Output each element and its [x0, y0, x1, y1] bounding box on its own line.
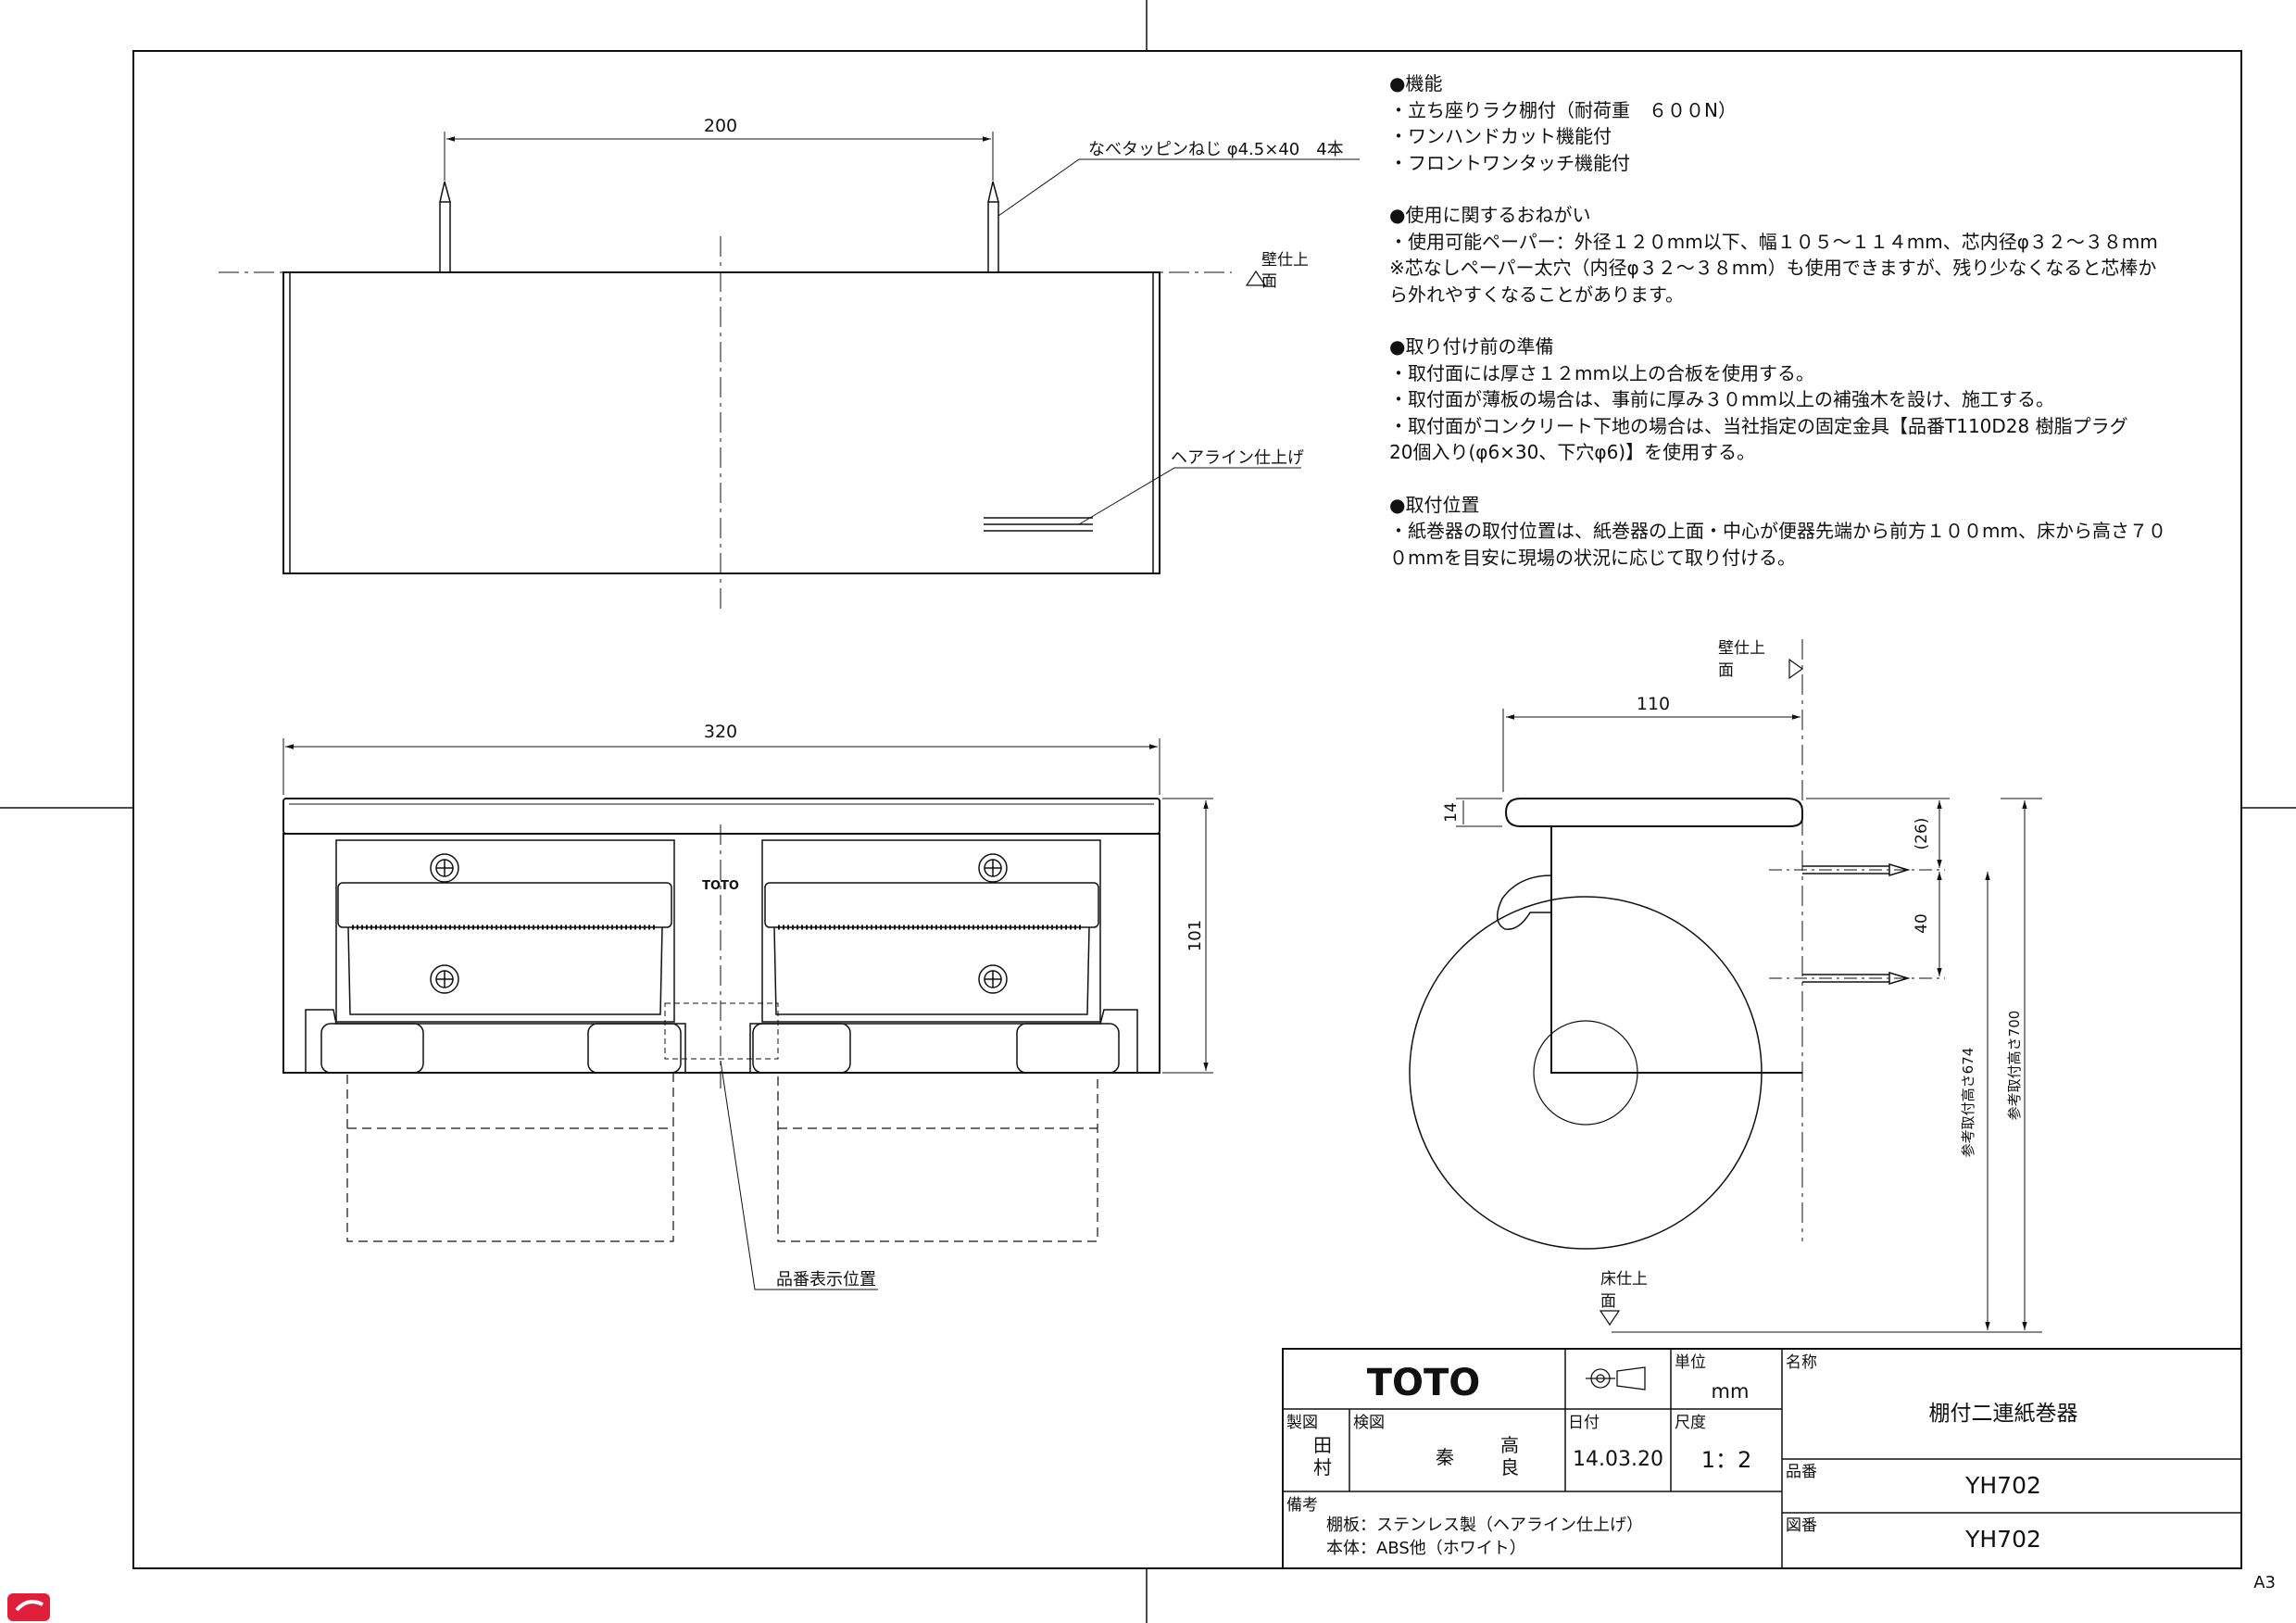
side-wall-label: 壁仕上 — [1718, 639, 1765, 658]
title-logo: TOTO — [1367, 1362, 1481, 1404]
ref-height-674-label: 参考取付高さ674 — [1960, 1048, 1976, 1158]
drawn-value-2: 村 — [1313, 1456, 1332, 1478]
drawn-value-1: 田 — [1313, 1434, 1332, 1456]
note-line: ※芯なしペーパー太穴（内径φ３２～３８mm）も使用できますが、残り少なくなると芯… — [1389, 257, 2157, 279]
title-block — [1282, 1348, 2242, 1569]
screw-spec-label: なべタッピンねじ φ4.5×40 4本 — [1088, 140, 1344, 159]
dim-200-label: 200 — [704, 116, 737, 136]
screw-head-icon — [978, 853, 1008, 883]
usage-heading: ●使用に関するおねがい — [1389, 204, 1591, 226]
remarks-line-2: 本体：ABS他（ホワイト） — [1326, 1539, 1526, 1558]
part-value: YH702 — [1964, 1472, 2041, 1499]
dim-40-label: 40 — [1913, 913, 1931, 934]
ref-height-700-label: 参考取付高さ700 — [2006, 1011, 2023, 1121]
note-line: ・使用可能ペーパー：外径１２０mm以下、幅１０５～１１４mm、芯内径φ３２～３８… — [1389, 230, 2158, 253]
preparation-section: ●取り付け前の準備 ・取付面には厚さ１２mm以上の合板を使用する。 ・取付面が薄… — [1389, 333, 2241, 466]
specification-notes: ●機能 ・立ち座りラク棚付（耐荷重 ６００N） ・ワンハンドカット機能付 ・フロ… — [1389, 70, 2241, 597]
side-view — [1409, 639, 2042, 1333]
checked-value-1: 秦 — [1436, 1446, 1454, 1468]
top-view — [219, 132, 1360, 611]
position-heading: ●取付位置 — [1389, 493, 1480, 516]
sheet-size-label: A3 — [2253, 1573, 2276, 1592]
note-line: ・紙巻器の取付位置は、紙巻器の上面・中心が便器先端から前方１００mm、床から高さ… — [1389, 520, 2166, 542]
scale-label: 尺度 — [1675, 1414, 1706, 1432]
hairline-finish-label: ヘアライン仕上げ — [1171, 448, 1304, 468]
drawing-no-value: YH702 — [1964, 1526, 2041, 1553]
date-label: 日付 — [1568, 1414, 1600, 1432]
drawing-no-label: 図番 — [1786, 1516, 1817, 1535]
screw-head-icon — [978, 964, 1008, 994]
front-brand-mark: TOTO — [702, 879, 739, 893]
name-label: 名称 — [1786, 1353, 1817, 1372]
note-line: ・立ち座りラク棚付（耐荷重 ６００N） — [1389, 98, 1737, 121]
checked-value-3: 良 — [1500, 1456, 1519, 1478]
scale-value: 1：2 — [1701, 1447, 1752, 1473]
part-label: 品番 — [1786, 1463, 1817, 1481]
note-line: ・フロントワンタッチ機能付 — [1389, 151, 1630, 174]
position-section: ●取付位置 ・紙巻器の取付位置は、紙巻器の上面・中心が便器先端から前方１００mm… — [1389, 492, 2241, 572]
note-line: 20個入り(φ6×30、下穴φ6)】を使用する。 — [1389, 441, 1756, 463]
wall-finish-label: 壁仕上 — [1261, 251, 1309, 270]
functions-section: ●機能 ・立ち座りラク棚付（耐荷重 ６００N） ・ワンハンドカット機能付 ・フロ… — [1389, 70, 2241, 176]
remarks-line-1: 棚板：ステンレス製（ヘアライン仕上げ） — [1326, 1516, 1643, 1535]
note-line: ら外れやすくなることがあります。 — [1389, 283, 1684, 306]
front-view — [282, 738, 1213, 1290]
note-line: ・ワンハンドカット機能付 — [1389, 125, 1612, 147]
screw-head-icon — [430, 853, 459, 883]
note-line: ・取付面が薄板の場合は、事前に厚み３０mm以上の補強木を設け、施工する。 — [1389, 388, 2054, 410]
name-value: 棚付二連紙巻器 — [1929, 1402, 2078, 1426]
floor-finish-label: 床仕上 — [1600, 1270, 1648, 1289]
side-wall-label-2: 面 — [1718, 661, 1734, 680]
dim-101-label: 101 — [1186, 920, 1205, 951]
note-line: ・取付面には厚さ１２mm以上の合板を使用する。 — [1389, 361, 1814, 384]
floor-finish-label-2: 面 — [1600, 1292, 1616, 1311]
product-no-position-label: 品番表示位置 — [776, 1270, 876, 1290]
preparation-heading: ●取り付け前の準備 — [1389, 335, 1554, 358]
functions-heading: ●機能 — [1389, 72, 1443, 94]
dim-110-label: 110 — [1637, 694, 1670, 714]
dim-320-label: 320 — [704, 722, 737, 742]
date-value: 14.03.20 — [1573, 1448, 1663, 1471]
corner-logo-icon — [7, 1593, 50, 1621]
usage-section: ●使用に関するおねがい ・使用可能ペーパー：外径１２０mm以下、幅１０５～１１４… — [1389, 202, 2241, 308]
unit-label: 単位 — [1675, 1353, 1706, 1372]
third-angle-projection-icon — [1586, 1366, 1646, 1390]
dim-14-label: 14 — [1442, 802, 1461, 823]
note-line: ０mmを目安に現場の状況に応じて取り付ける。 — [1389, 546, 1796, 569]
checked-label: 検図 — [1353, 1414, 1385, 1432]
checked-value-2: 高 — [1500, 1434, 1519, 1456]
note-line: ・取付面がコンクリート下地の場合は、当社指定の固定金具【品番T110D28 樹脂… — [1389, 414, 2128, 437]
unit-value: mm — [1712, 1380, 1750, 1403]
dim-26-label: (26) — [1913, 818, 1931, 850]
wall-finish-label-2: 面 — [1261, 272, 1277, 291]
remarks-label: 備考 — [1286, 1496, 1318, 1515]
screw-head-icon — [430, 964, 459, 994]
drawn-label: 製図 — [1286, 1414, 1318, 1432]
